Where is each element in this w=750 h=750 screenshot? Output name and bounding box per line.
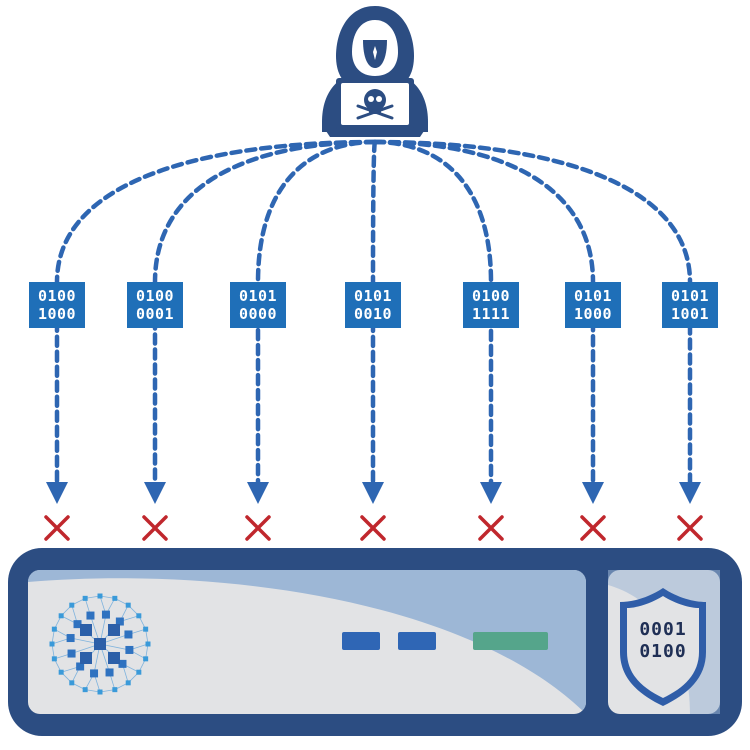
attack-arrow bbox=[54, 139, 378, 491]
packet-box bbox=[345, 282, 401, 328]
x-mark-icon bbox=[142, 515, 168, 541]
packet-bits-line-1: 0100 bbox=[136, 287, 174, 305]
x-mark-icon bbox=[677, 515, 703, 541]
x-mark-icon bbox=[245, 515, 271, 541]
packet-bits-line-1: 0101 bbox=[671, 287, 709, 305]
arrow-head bbox=[46, 482, 68, 504]
packet-bits-line-1: 0101 bbox=[574, 287, 612, 305]
indicator-light-1 bbox=[342, 632, 380, 650]
packet-box bbox=[463, 282, 519, 328]
attack-arrow bbox=[255, 139, 378, 491]
packet-bits-line-1: 0100 bbox=[472, 287, 510, 305]
packet-box bbox=[565, 282, 621, 328]
x-mark-icon bbox=[360, 515, 386, 541]
packet-bits-line-2: 0001 bbox=[136, 305, 174, 323]
indicator-light-3 bbox=[473, 632, 548, 650]
packet-bits-line-1: 0101 bbox=[239, 287, 277, 305]
arrow-head bbox=[480, 482, 502, 504]
packet-box bbox=[230, 282, 286, 328]
arrow-head bbox=[247, 482, 269, 504]
arrow-head bbox=[679, 482, 701, 504]
network-mesh-icon bbox=[49, 593, 151, 695]
security-appliance: 0001 0100 bbox=[8, 548, 742, 736]
skull-icon bbox=[356, 89, 394, 120]
x-mark-icon bbox=[580, 515, 606, 541]
indicator-light-2 bbox=[398, 632, 436, 650]
packet-box bbox=[662, 282, 718, 328]
arrow-head bbox=[362, 482, 384, 504]
attack-arrow bbox=[372, 139, 693, 491]
x-mark-icon bbox=[44, 515, 70, 541]
data-packets: 0100100001000001010100000101001001001111… bbox=[29, 282, 718, 328]
packet-bits-line-2: 1000 bbox=[574, 305, 612, 323]
packet-box bbox=[127, 282, 183, 328]
hacker-icon bbox=[322, 6, 428, 137]
packet-bits-line-1: 0101 bbox=[354, 287, 392, 305]
shield-code-line-2: 0100 bbox=[639, 641, 686, 662]
packet-bits-line-2: 1001 bbox=[671, 305, 709, 323]
shield-code-line-1: 0001 bbox=[639, 619, 686, 640]
packet-bits-line-2: 0010 bbox=[354, 305, 392, 323]
packet-bits-line-2: 1000 bbox=[38, 305, 76, 323]
packet-bits-line-2: 0000 bbox=[239, 305, 277, 323]
attack-arrows bbox=[46, 139, 701, 504]
packet-bits-line-1: 0100 bbox=[38, 287, 76, 305]
packet-box bbox=[29, 282, 85, 328]
attack-arrow bbox=[152, 139, 378, 491]
shield-icon: 0001 0100 bbox=[620, 588, 706, 706]
packet-bits-line-2: 1111 bbox=[472, 305, 510, 323]
arrow-head bbox=[582, 482, 604, 504]
x-mark-icon bbox=[478, 515, 504, 541]
arrow-head bbox=[144, 482, 166, 504]
blocked-markers bbox=[44, 515, 703, 541]
